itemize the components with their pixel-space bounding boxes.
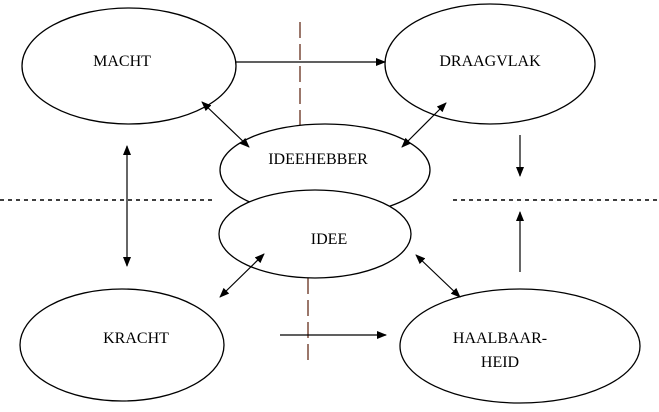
label-macht: MACHT	[93, 53, 151, 70]
label-kracht: KRACHT	[103, 330, 169, 347]
node-macht	[21, 7, 237, 125]
arrow-macht-ideehebber	[201, 101, 250, 148]
arrow-idee-haalbaarheid	[415, 254, 461, 298]
arrow-draagvlak-ideehebber	[401, 102, 447, 148]
arrow-idee-kracht	[219, 253, 265, 298]
node-idee	[218, 189, 412, 279]
node-kracht	[19, 288, 225, 402]
label-ideehebber: IDEEHEBBER	[268, 151, 368, 168]
node-haalbaarheid	[399, 288, 641, 404]
label-idee: IDEE	[310, 231, 348, 248]
label-haalbaarheid: HAALBAAR- HEID	[452, 330, 548, 371]
label-draagvlak: DRAAGVLAK	[439, 53, 541, 70]
